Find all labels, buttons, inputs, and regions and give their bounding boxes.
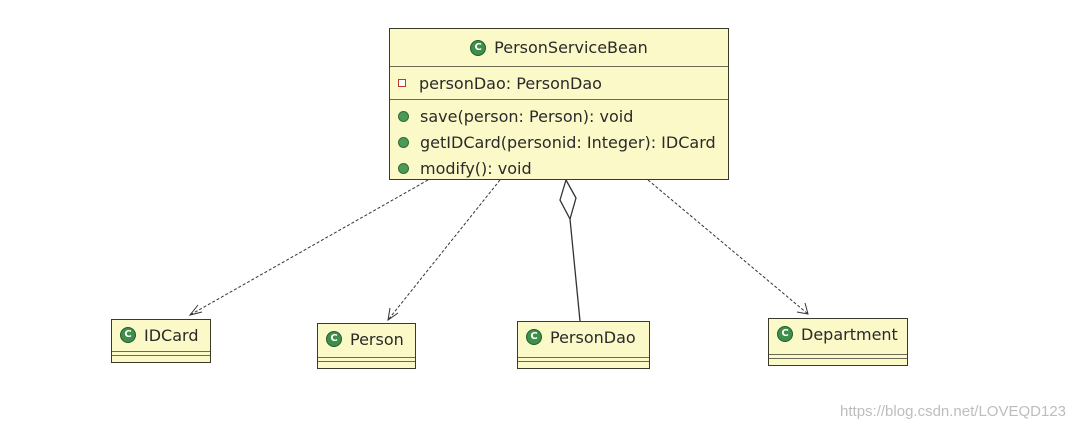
fields-compartment: personDao: PersonDao <box>390 67 728 100</box>
method-text: modify(): void <box>420 158 532 178</box>
class-persondao[interactable]: C PersonDao <box>517 321 650 369</box>
method-row[interactable]: save(person: Person): void <box>390 103 728 129</box>
class-name: Person <box>350 329 404 349</box>
class-header: C Department <box>769 319 907 349</box>
dependency-person <box>387 179 501 321</box>
class-header: C Person <box>318 324 415 354</box>
class-header: C PersonServiceBean <box>390 29 728 67</box>
class-name: PersonDao <box>550 327 636 347</box>
empty-compartments <box>518 357 649 366</box>
public-visibility-icon <box>398 162 409 174</box>
empty-compartments <box>318 357 415 366</box>
dependency-department <box>647 179 809 315</box>
field-text: personDao: PersonDao <box>419 73 602 93</box>
private-visibility-icon <box>398 79 406 87</box>
dependency-idcard <box>189 179 429 316</box>
empty-compartments <box>769 354 907 363</box>
public-visibility-icon <box>398 110 409 122</box>
class-icon: C <box>470 39 487 56</box>
dependency-department-arrowhead <box>796 302 809 315</box>
watermark-text: https://blog.csdn.net/LOVEQD123 <box>840 403 1066 420</box>
public-visibility-icon <box>398 136 409 148</box>
dependency-person-arrowhead <box>387 307 399 322</box>
class-idcard[interactable]: C IDCard <box>111 319 211 363</box>
dependency-idcard-arrowhead <box>188 304 203 316</box>
class-header: C PersonDao <box>518 322 649 352</box>
empty-compartments <box>112 351 210 360</box>
method-text: getIDCard(personid: Integer): IDCard <box>420 132 716 152</box>
method-row[interactable]: getIDCard(personid: Integer): IDCard <box>390 129 728 155</box>
method-row[interactable]: modify(): void <box>390 155 728 181</box>
class-icon: C <box>777 326 793 342</box>
aggregation-persondao <box>569 218 581 322</box>
class-name: Department <box>801 324 898 344</box>
aggregation-diamond <box>559 178 577 221</box>
class-department[interactable]: C Department <box>768 318 908 366</box>
class-person[interactable]: C Person <box>317 323 416 369</box>
field-row[interactable]: personDao: PersonDao <box>390 70 728 96</box>
class-name: IDCard <box>144 325 199 345</box>
class-person-service-bean[interactable]: C PersonServiceBean personDao: PersonDao… <box>389 28 729 180</box>
class-icon: C <box>120 327 136 343</box>
methods-compartment: save(person: Person): void getIDCard(per… <box>390 100 728 183</box>
class-icon: C <box>326 331 342 347</box>
class-icon: C <box>526 329 542 345</box>
class-header: C IDCard <box>112 320 210 350</box>
method-text: save(person: Person): void <box>420 106 634 126</box>
class-name: PersonServiceBean <box>494 38 648 57</box>
